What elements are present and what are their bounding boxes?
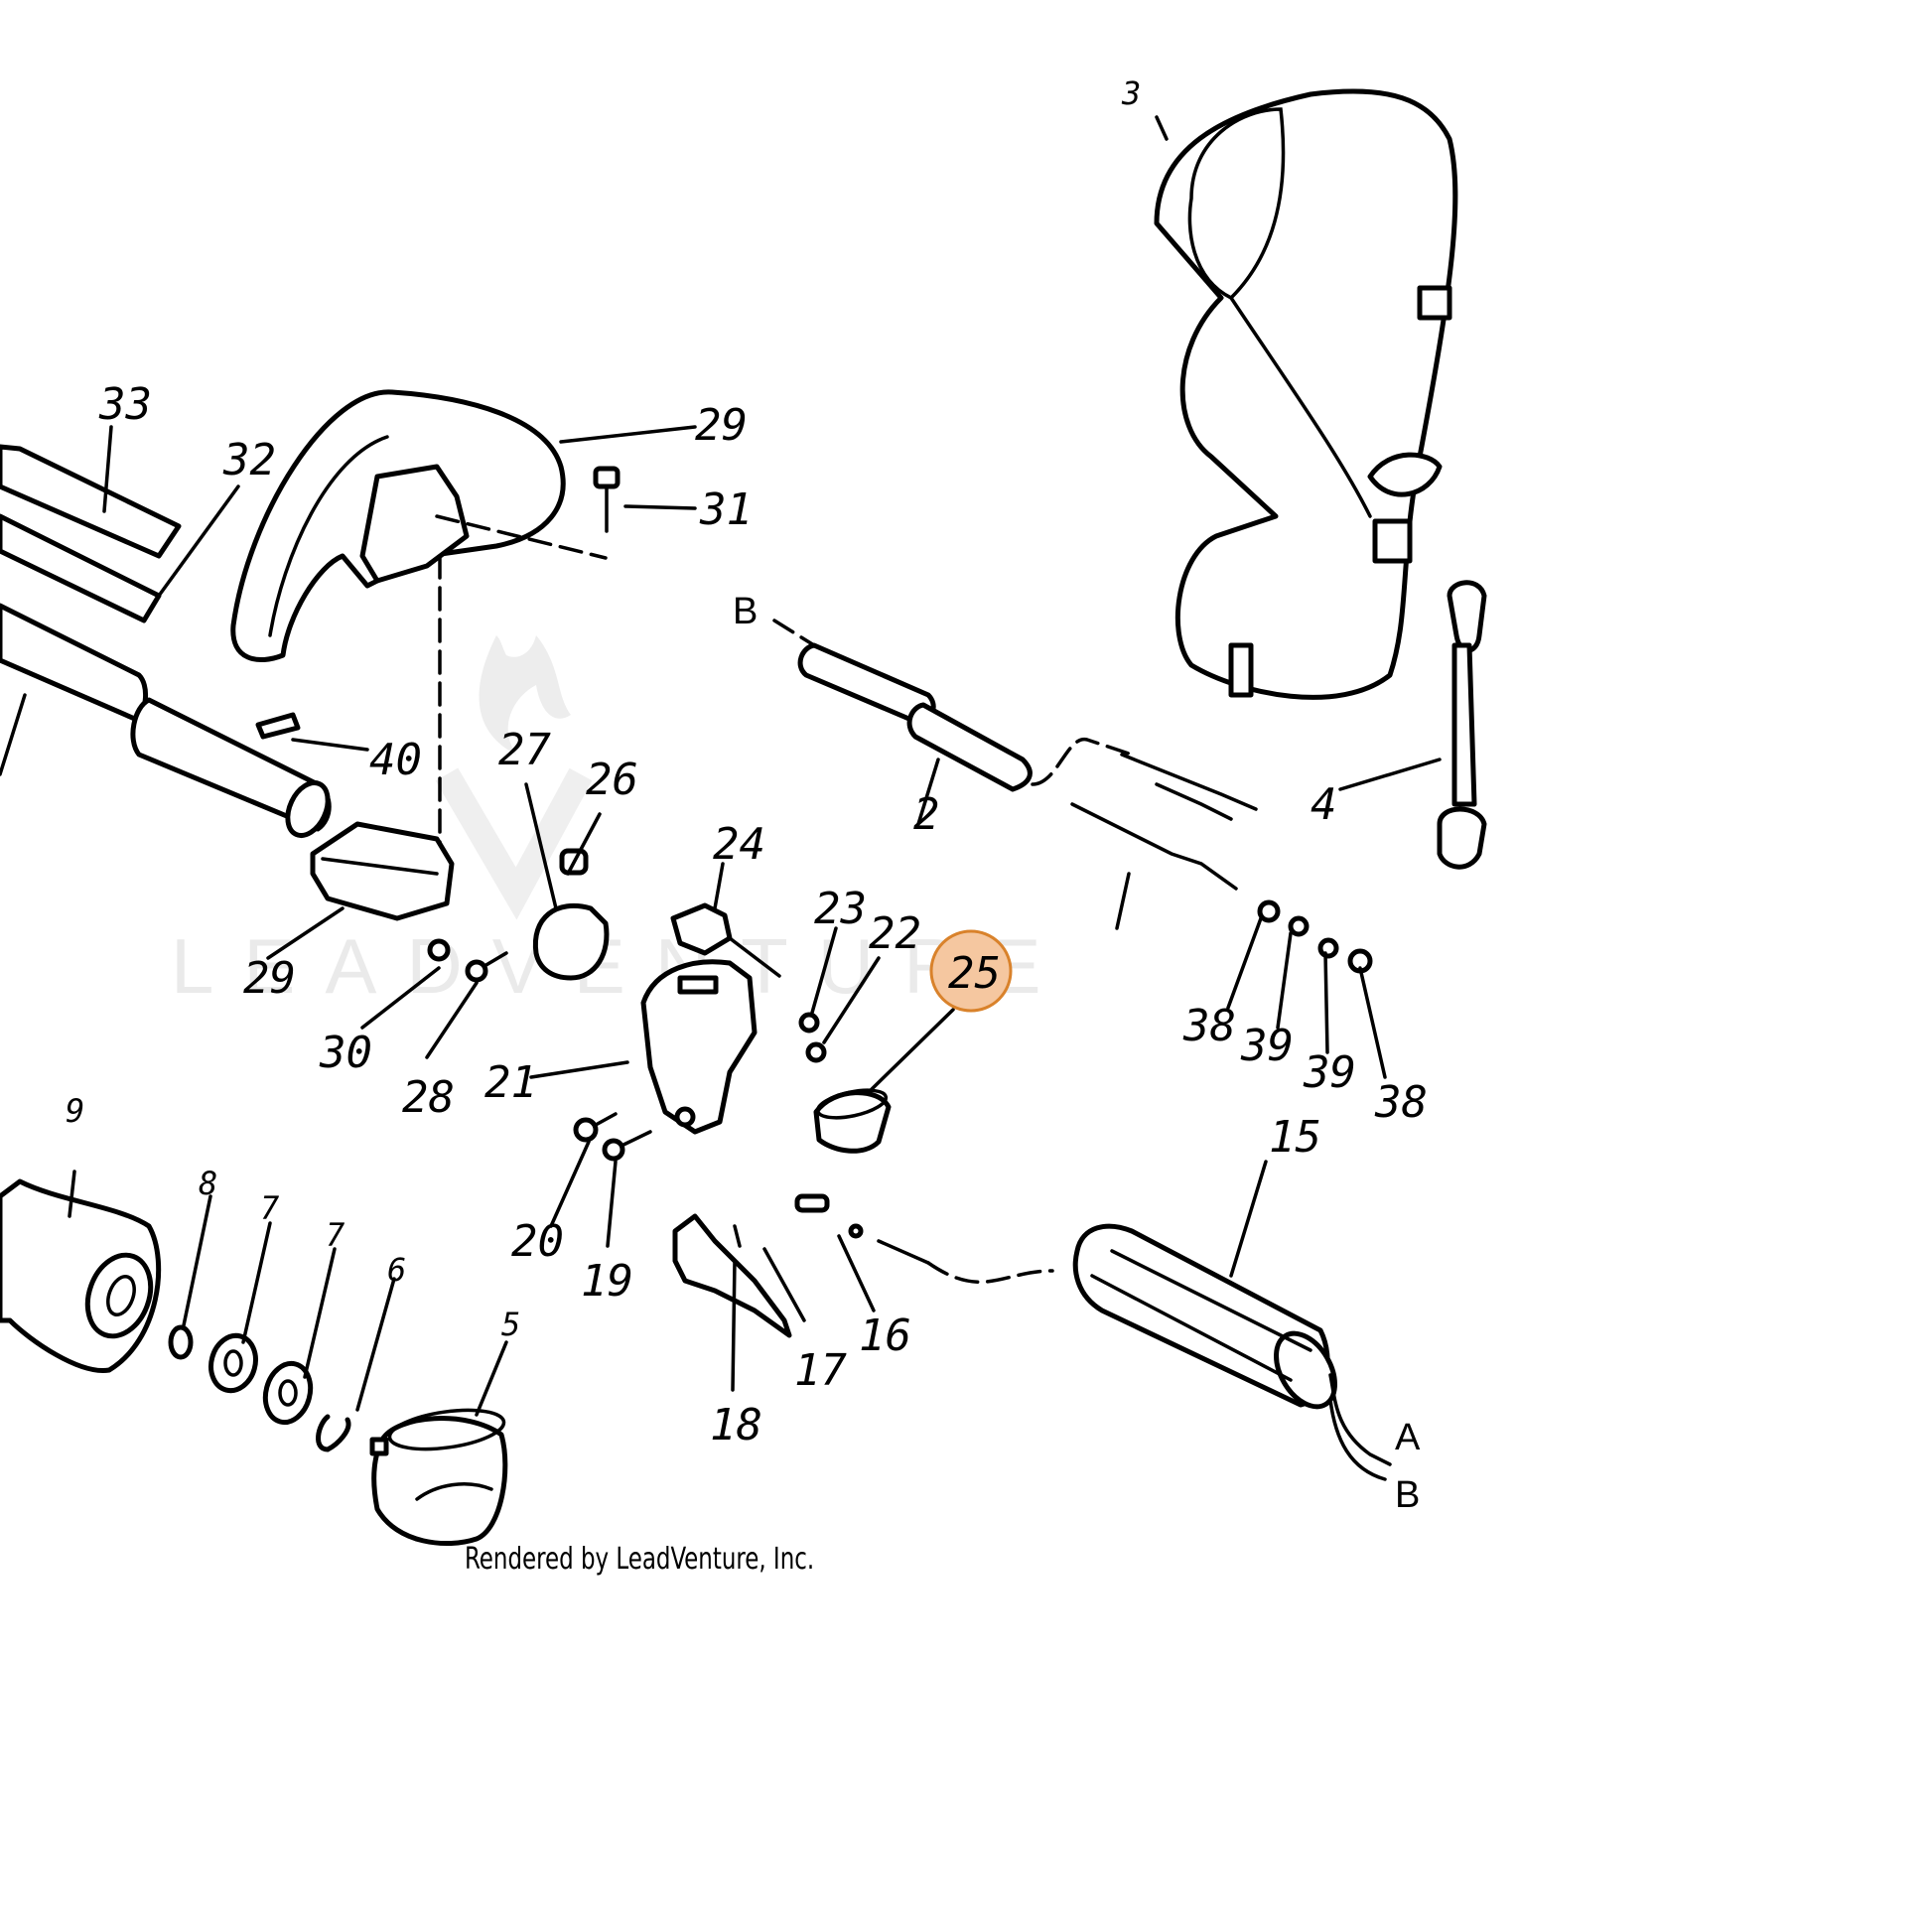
decal-part-32: [0, 513, 162, 623]
spring-part-17: [733, 1224, 742, 1248]
highlight-marker: [929, 929, 1013, 1013]
bolt-part-31: [593, 466, 621, 533]
nut-part-23: [798, 1012, 820, 1034]
nut-part-30: [427, 938, 451, 962]
washer-part-39: [1288, 915, 1310, 937]
drum-part-5: [369, 1408, 508, 1546]
callout-7b[interactable]: 7: [326, 1216, 345, 1254]
switch-part-24: [670, 902, 781, 978]
washer-part-39: [1317, 937, 1339, 959]
wire-harness: [1070, 753, 1258, 930]
shaft-tube: [0, 603, 332, 838]
callout-4[interactable]: 4: [1311, 779, 1337, 830]
bolt-part-20: [573, 1112, 618, 1143]
callout-24[interactable]: 24: [713, 819, 765, 870]
screw-part-28: [465, 951, 508, 983]
callout-5[interactable]: 5: [501, 1306, 520, 1343]
callout-18[interactable]: 18: [710, 1400, 762, 1450]
callout-3[interactable]: 3: [1121, 74, 1141, 112]
callout-38-left[interactable]: 38: [1182, 1001, 1236, 1051]
callout-labels: 2 3 4 5 6 7 7 8 9 15 16 17 18 19 20 21 2…: [66, 74, 1428, 1516]
callout-29-top[interactable]: 29: [695, 400, 748, 451]
callout-32[interactable]: 32: [222, 435, 276, 485]
callout-6[interactable]: 6: [387, 1251, 406, 1289]
callout-30[interactable]: 30: [319, 1028, 372, 1078]
render-credit: Rendered by LeadVenture, Inc.: [465, 1542, 815, 1577]
snap-ring-part-6: [316, 1414, 351, 1452]
gear-housing-part-9: [0, 1178, 162, 1373]
loop-handle-part-29: [230, 389, 566, 663]
decal-part-33: [0, 444, 182, 559]
ring-part-8: [168, 1324, 194, 1360]
assembly-line: [1031, 738, 1134, 786]
bearing-part-7: [208, 1332, 258, 1394]
throttle-cable: [926, 1261, 1054, 1284]
harness-part-3: [1154, 88, 1458, 700]
hook-part-4: [1437, 580, 1487, 870]
bearing-part-7: [262, 1360, 314, 1426]
callout-17[interactable]: 17: [794, 1345, 847, 1396]
callout-8[interactable]: 8: [199, 1165, 217, 1202]
callout-22[interactable]: 22: [869, 908, 921, 959]
callout-28[interactable]: 28: [402, 1072, 455, 1123]
callout-26[interactable]: 26: [586, 755, 638, 805]
callout-16[interactable]: 16: [859, 1311, 911, 1361]
callout-25-highlighted[interactable]: 25: [948, 948, 1001, 999]
callout-27[interactable]: 27: [498, 725, 551, 775]
callout-29-bottom[interactable]: 29: [243, 953, 296, 1004]
callout-23[interactable]: 23: [814, 884, 867, 934]
callout-B-top[interactable]: B: [733, 591, 758, 632]
callout-2[interactable]: 2: [913, 789, 940, 840]
clamp-part-29: [310, 821, 455, 921]
callout-31[interactable]: 31: [699, 484, 753, 535]
tube-part-2: [797, 642, 1033, 792]
pin-part-16: [794, 1193, 930, 1265]
callout-9[interactable]: 9: [66, 1092, 84, 1130]
watermark-logo: [435, 635, 593, 920]
callout-39-right[interactable]: 39: [1303, 1047, 1356, 1098]
callout-15[interactable]: 15: [1269, 1112, 1321, 1163]
wire-b: [1328, 1398, 1387, 1481]
callout-A[interactable]: A: [1395, 1417, 1421, 1458]
callout-19[interactable]: 19: [581, 1256, 633, 1307]
assembly-line: [435, 514, 608, 560]
callout-40[interactable]: 40: [369, 735, 422, 785]
wire-a: [1328, 1373, 1392, 1466]
leader-lines: [68, 115, 1442, 1417]
callout-39-left[interactable]: 39: [1240, 1021, 1294, 1071]
part-40: [255, 712, 301, 740]
clamp-part-27: [532, 902, 610, 981]
nut-part-22: [805, 1041, 827, 1063]
callout-21[interactable]: 21: [484, 1057, 537, 1108]
nut-part-38: [1257, 899, 1281, 923]
callout-33[interactable]: 33: [98, 379, 152, 430]
trigger-part-18: [672, 1213, 792, 1338]
callout-7[interactable]: 7: [260, 1189, 279, 1227]
grip-part-15: [1072, 1223, 1337, 1410]
callout-38-right[interactable]: 38: [1374, 1077, 1428, 1128]
housing-part-21: [640, 959, 758, 1135]
ring-part-25: [813, 1088, 892, 1154]
callout-B-bottom[interactable]: B: [1395, 1474, 1420, 1516]
assembly-line: [772, 619, 816, 647]
callout-20[interactable]: 20: [511, 1216, 564, 1267]
bolt-part-19: [602, 1130, 652, 1162]
